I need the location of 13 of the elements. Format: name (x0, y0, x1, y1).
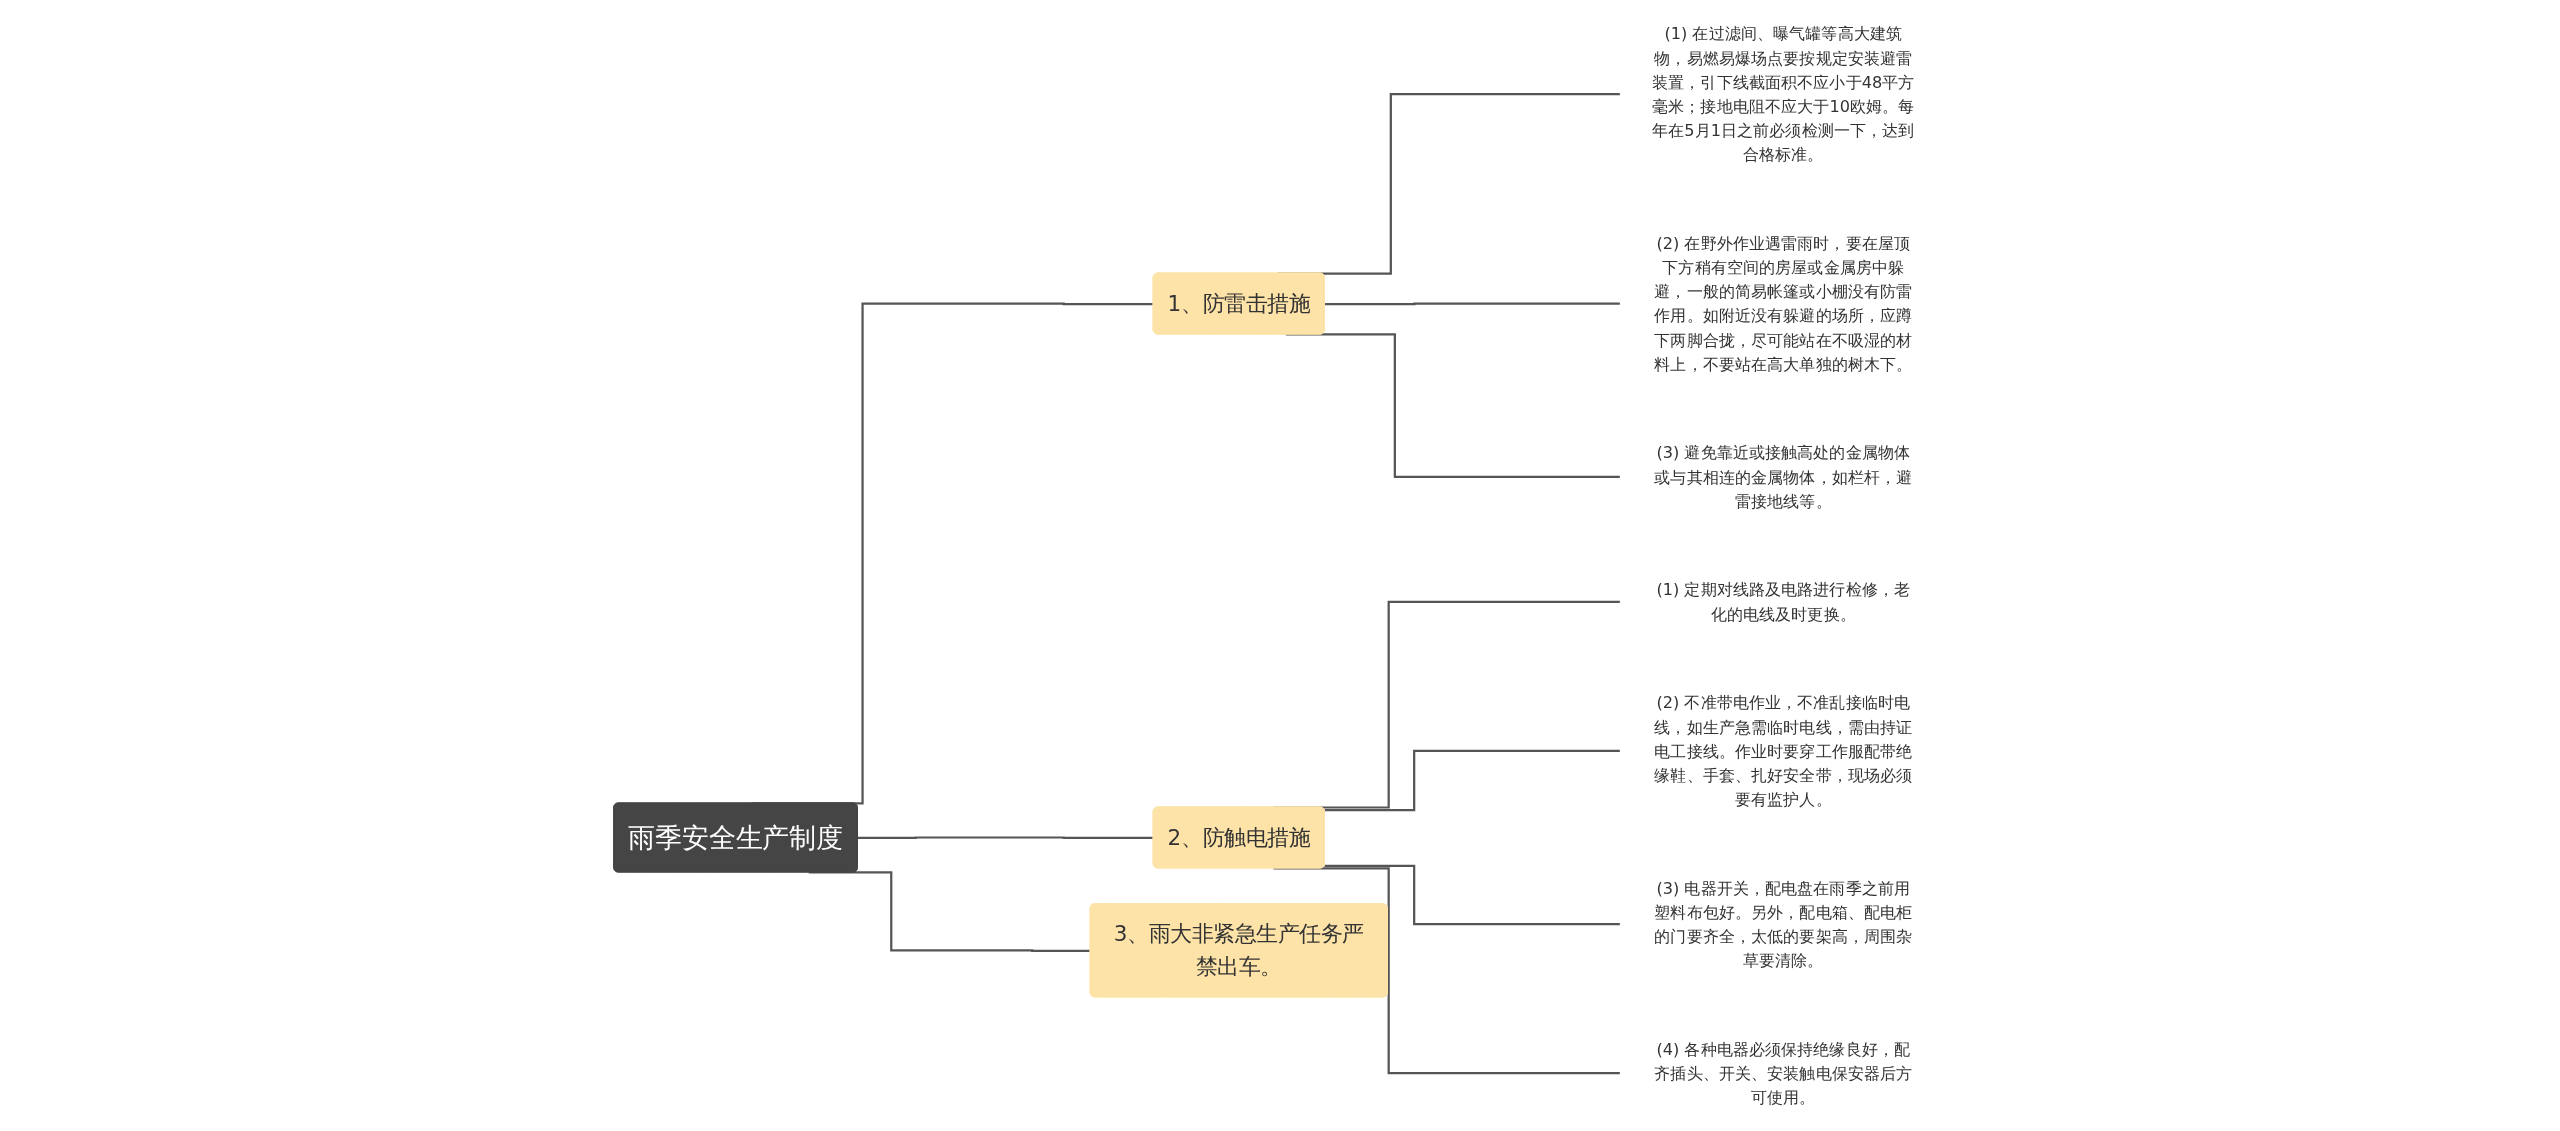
connector (808, 871, 1091, 952)
connector (1324, 864, 1621, 926)
connector (1324, 749, 1621, 812)
connector (1273, 867, 1621, 1075)
node-text: (2) 在野外作业遇雷雨时，要在屋顶下方稍有空间的房屋或金属房中躲避，一般的简易帐篷或小棚没有防雷作用。如附近没有躲避的场所，应蹲下两脚合拢，尽可能站在不吸湿的材料上，不要站在高大单独的树木下。 (1654, 233, 1913, 374)
connector (1324, 302, 1621, 306)
node-text: (4) 各种电器必须保持绝缘良好，配齐插头、开关、安装触电保安器后方可使用。 (1654, 1039, 1913, 1107)
node-text: (3) 电器开关，配电盘在雨季之前用塑料布包好。另外，配电箱、配电柜的门要齐全，太低的要架高，周围杂草要清除。 (1654, 878, 1913, 970)
connector (857, 836, 1154, 840)
node-text: (3) 避免靠近或接触高处的金属物体或与其相连的金属物体，如栏杆，避雷接地线等。 (1654, 443, 1913, 511)
node-text: (2) 不准带电作业，不准乱接临时电线，如生产急需临时电线，需由持证电工接线。作业时要穿工作服配带绝缘鞋、手套、扎好安全带，现场必须要有监护人。 (1654, 693, 1913, 809)
node-text: (1) 定期对线路及电路进行检修，老化的电线及时更换。 (1656, 580, 1911, 624)
node-text: (1) 在过滤间、曝气罐等高大建筑物，易燃易爆场点要按规定安装避雷装置，引下线截面积不应小于48平方毫米；接地电阻不应大于10欧姆。每年在5月1日之前必须检测一下，达到合格标准。 (1652, 24, 1915, 164)
